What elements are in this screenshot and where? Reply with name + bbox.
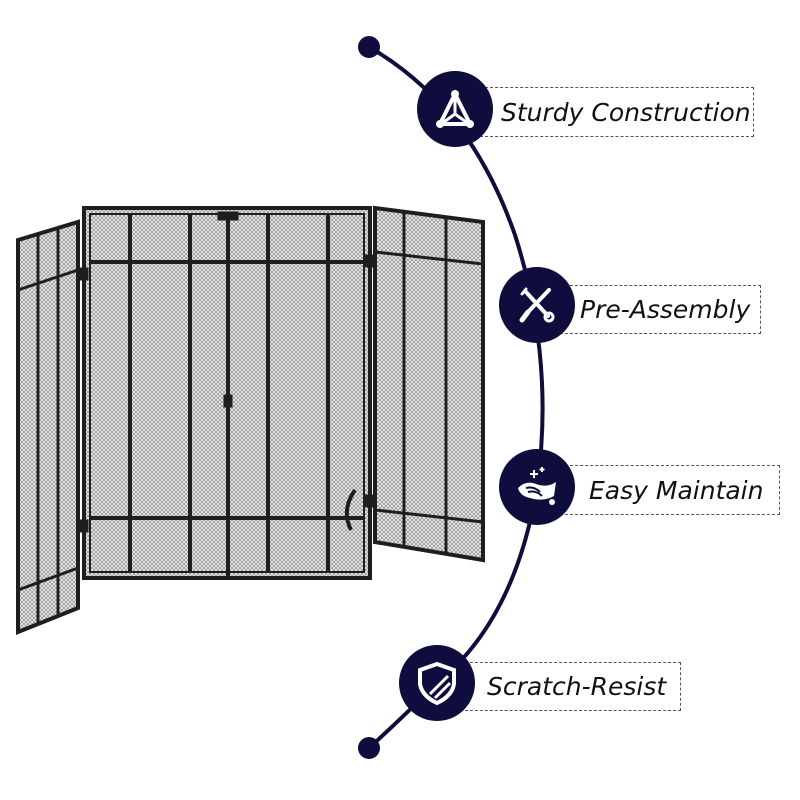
feature-badge-pre-assembly bbox=[499, 267, 575, 343]
feature-badge-scratch-resist bbox=[399, 645, 475, 721]
feature-text: Pre-Assembly bbox=[580, 295, 751, 324]
timeline-end-dot bbox=[358, 737, 380, 759]
triangle-structure-icon bbox=[436, 89, 474, 128]
feature-label-easy-maintain: Easy Maintain bbox=[560, 465, 780, 515]
left-panel bbox=[16, 219, 80, 635]
feature-badge-easy-maintain bbox=[499, 449, 575, 525]
feature-label-sturdy-construction: Sturdy Construction bbox=[470, 87, 754, 137]
feature-label-scratch-resist: Scratch-Resist bbox=[460, 662, 681, 711]
center-panel bbox=[82, 206, 372, 580]
timeline-start-dot bbox=[358, 36, 380, 58]
feature-badge-sturdy-construction bbox=[417, 71, 493, 147]
feature-text: Sturdy Construction bbox=[501, 97, 751, 127]
feature-text: Easy Maintain bbox=[589, 475, 764, 505]
wrench-screwdriver-icon bbox=[519, 287, 555, 323]
feature-text: Scratch-Resist bbox=[487, 672, 667, 701]
shield-icon bbox=[418, 661, 456, 706]
hand-wipe-icon bbox=[518, 467, 556, 505]
feature-label-pre-assembly: Pre-Assembly bbox=[555, 285, 761, 334]
right-panel bbox=[79, 205, 485, 563]
